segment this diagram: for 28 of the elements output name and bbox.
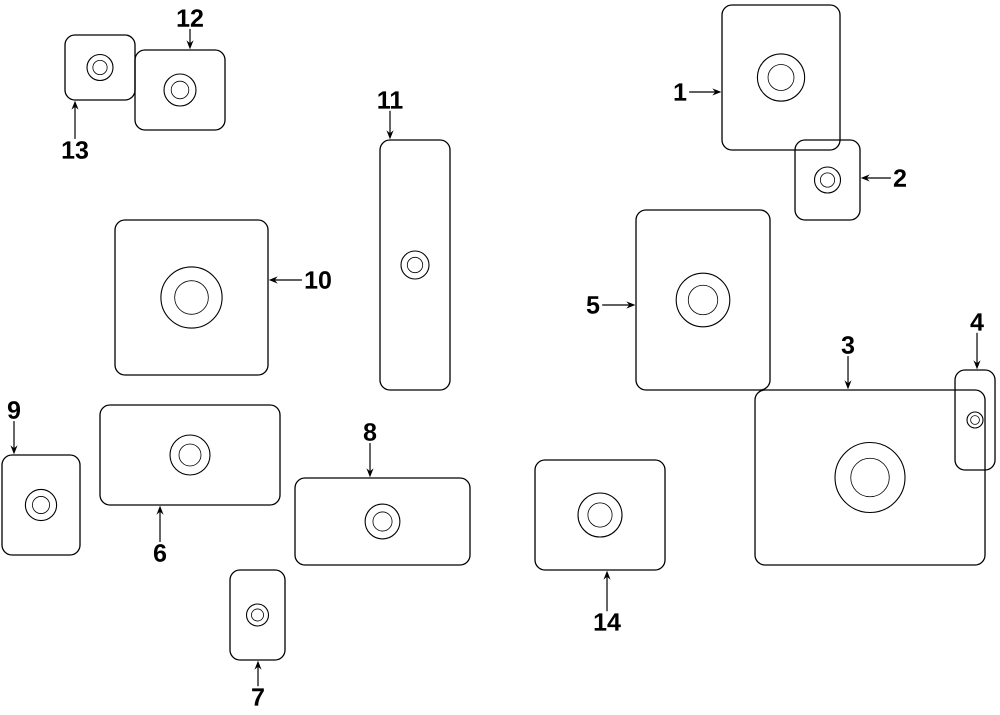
callout-number: 4 <box>970 313 984 331</box>
callout-number: 11 <box>378 91 403 109</box>
part-drawing <box>114 219 269 376</box>
part-drawing <box>721 4 841 151</box>
part-drawing <box>99 404 281 506</box>
part-drawing <box>794 139 861 221</box>
part-drawing <box>294 477 471 566</box>
part-drawing <box>534 459 666 571</box>
callout-number: 12 <box>178 9 203 27</box>
part-drawing <box>379 139 451 391</box>
callout-number: 2 <box>894 169 906 187</box>
callout-number: 9 <box>8 401 20 419</box>
callout-number: 1 <box>674 83 686 101</box>
part-drawing <box>1 454 81 556</box>
part-drawing <box>134 49 226 131</box>
callout-number: 3 <box>842 336 854 354</box>
callout-number: 7 <box>252 688 264 706</box>
callout-number: 8 <box>364 423 376 441</box>
callout-number: 5 <box>586 296 600 314</box>
part-drawing <box>64 34 136 101</box>
part-drawing <box>954 369 996 471</box>
callout-number: 13 <box>62 141 88 159</box>
part-drawing <box>754 389 986 566</box>
callout-number: 14 <box>594 613 621 631</box>
callout-number: 6 <box>154 544 166 562</box>
callout-number: 10 <box>306 271 331 289</box>
part-drawing <box>635 209 771 391</box>
part-drawing <box>229 569 286 661</box>
